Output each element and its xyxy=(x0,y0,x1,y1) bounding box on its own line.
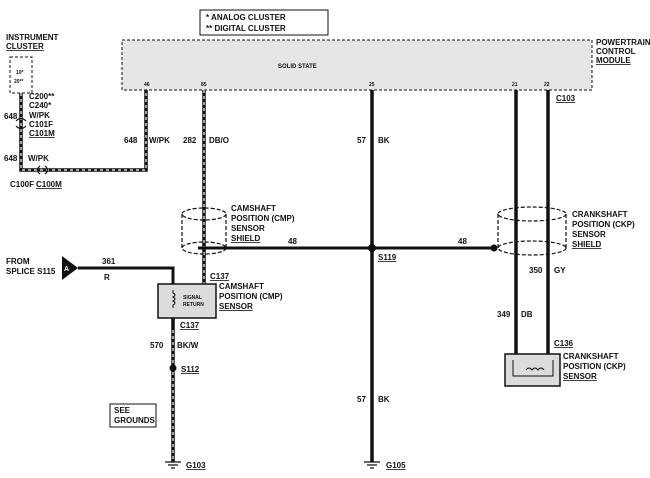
ckp-sensor: C136 CRANKSHAFT POSITION (CKP) SENSOR xyxy=(504,339,626,387)
wire-648-circuit-upper: 648 xyxy=(4,112,18,121)
ckp-coil-icon xyxy=(512,360,554,377)
pcm-pin-25: 25 xyxy=(369,82,375,88)
wire-361-color: R xyxy=(104,273,110,282)
splice-marker-triangle xyxy=(62,256,78,280)
pcm-name-3: MODULE xyxy=(596,56,631,65)
cmp-connector-bottom: C137 xyxy=(180,321,200,330)
instrument-cluster-pin-b: 20** xyxy=(14,79,24,85)
wire-57-circuit-upper: 57 xyxy=(357,136,366,145)
splice-marker-letter: A xyxy=(64,266,69,273)
wire-361 xyxy=(78,266,175,284)
connector-c101m: C101M xyxy=(29,129,55,138)
ground-g105: G105 xyxy=(364,461,406,470)
connector-c100m: C100M xyxy=(36,180,62,189)
pcm-name-1: POWERTRAIN xyxy=(596,38,650,47)
wire-57-color-lower: BK xyxy=(378,395,390,404)
wire-57-color-upper: BK xyxy=(378,136,390,145)
ckp-shield-label-2: POSITION (CKP) xyxy=(572,220,635,229)
ckp-shield-drain-dot xyxy=(490,244,498,252)
ckp-connector-c136: C136 xyxy=(554,339,574,348)
wire-350-circuit: 350 xyxy=(529,266,543,275)
instrument-cluster: INSTRUMENT CLUSTER 10* 20** xyxy=(6,33,59,94)
cmp-inner-signal: SIGNAL xyxy=(183,295,202,301)
cmp-sensor-label-1: CAMSHAFT xyxy=(219,282,264,291)
ckp-sensor-label-2: POSITION (CKP) xyxy=(563,362,626,371)
pcm-pin-85: 85 xyxy=(201,82,207,88)
wire-648-color-right: W/PK xyxy=(149,136,170,145)
wire-57-circuit-lower: 57 xyxy=(357,395,366,404)
wire-648-color-upper: W/PK xyxy=(29,111,50,120)
cmp-coil-icon xyxy=(171,290,176,308)
wire-648-circuit-lower: 648 xyxy=(4,154,18,163)
wire-349-color: DB xyxy=(521,310,533,319)
instrument-cluster-box xyxy=(9,56,33,94)
cmp-sensor-label-2: POSITION (CMP) xyxy=(219,292,283,301)
wire-361-circuit: 361 xyxy=(102,257,116,266)
pcm-connector-c103: C103 xyxy=(556,94,576,103)
ckp-shield: CRANKSHAFT POSITION (CKP) SENSOR SHIELD xyxy=(497,206,635,256)
wire-282-circuit: 282 xyxy=(183,136,197,145)
connector-c100-symbol xyxy=(36,165,49,175)
wire-570-circuit: 570 xyxy=(150,341,164,350)
wire-648-circuit-right: 648 xyxy=(124,136,138,145)
ground-g103: G103 xyxy=(165,461,206,470)
wire-648 xyxy=(19,90,148,172)
ckp-shield-label-4: SHIELD xyxy=(572,240,602,249)
legend: * ANALOG CLUSTER ** DIGITAL CLUSTER xyxy=(199,9,329,36)
cmp-connector-top: C137 xyxy=(210,272,230,281)
ground-g103-label: G103 xyxy=(186,461,206,470)
cmp-sensor-label-3: SENSOR xyxy=(219,302,253,311)
ground-g105-label: G105 xyxy=(386,461,406,470)
pcm-box xyxy=(121,39,593,91)
cmp-shield-label-3: SENSOR xyxy=(231,224,265,233)
from-splice-label-1: FROM xyxy=(6,257,30,266)
pcm-name-2: CONTROL xyxy=(596,47,636,56)
wire-349-circuit: 349 xyxy=(497,310,511,319)
wire-350-color: GY xyxy=(554,266,566,275)
cmp-inner-return: RETURN xyxy=(183,302,204,308)
splice-s112: S112 xyxy=(169,364,200,374)
pcm-inner-label: SOLID STATE xyxy=(278,64,317,70)
connector-c101-symbol xyxy=(15,117,27,130)
legend-analog: * ANALOG CLUSTER xyxy=(206,13,286,22)
wire-282-color: DB/O xyxy=(209,136,229,145)
legend-digital: ** DIGITAL CLUSTER xyxy=(206,24,286,33)
connector-c100f: C100F xyxy=(10,180,34,189)
splice-s119: S119 xyxy=(368,244,397,262)
wire-48-circuit-left: 48 xyxy=(288,237,297,246)
cmp-shield-label-4: SHIELD xyxy=(231,234,261,243)
splice-s112-label: S112 xyxy=(181,365,200,374)
splice-s119-label: S119 xyxy=(378,253,397,262)
cmp-shield: CAMSHAFT POSITION (CMP) SENSOR SHIELD xyxy=(181,204,295,255)
left-connectors: 648 C200** C240* W/PK C101F C101M 648 W/… xyxy=(4,92,62,189)
pcm-module: SOLID STATE POWERTRAIN CONTROL MODULE 46… xyxy=(121,38,650,103)
wire-48-circuit-right: 48 xyxy=(458,237,467,246)
ckp-sensor-label-3: SENSOR xyxy=(563,372,597,381)
ckp-shield-label-3: SENSOR xyxy=(572,230,606,239)
see-grounds-1: SEE xyxy=(114,406,131,415)
wire-648-color-lower: W/PK xyxy=(28,154,49,163)
see-grounds: SEE GROUNDS xyxy=(109,403,157,428)
wire-570-color: BK/W xyxy=(177,341,199,350)
from-splice-label-2: SPLICE S115 xyxy=(6,267,56,276)
ckp-sensor-label-1: CRANKSHAFT xyxy=(563,352,619,361)
cmp-shield-label-1: CAMSHAFT xyxy=(231,204,276,213)
connector-c101f: C101F xyxy=(29,120,53,129)
instrument-cluster-title-1: INSTRUMENT xyxy=(6,33,59,42)
pcm-pin-46: 46 xyxy=(144,82,150,88)
cmp-shield-label-2: POSITION (CMP) xyxy=(231,214,295,223)
pcm-pin-21: 21 xyxy=(512,82,518,88)
connector-c240: C240* xyxy=(29,101,52,110)
see-grounds-2: GROUNDS xyxy=(114,416,156,425)
ckp-shield-label-1: CRANKSHAFT xyxy=(572,210,628,219)
connector-c200: C200** xyxy=(29,92,55,101)
from-splice-s115: FROM SPLICE S115 A 361 R xyxy=(6,256,116,282)
cmp-sensor: C137 SIGNAL RETURN CAMSHAFT POSITION (CM… xyxy=(157,272,283,330)
instrument-cluster-pin-a: 10* xyxy=(16,70,24,76)
pcm-pin-22: 22 xyxy=(544,82,550,88)
instrument-cluster-title-2: CLUSTER xyxy=(6,42,44,51)
cmp-sensor-box xyxy=(157,283,217,319)
